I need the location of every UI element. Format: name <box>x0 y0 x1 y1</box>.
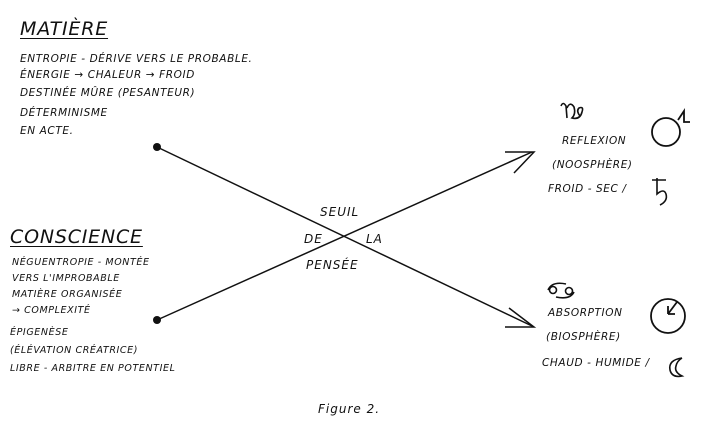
matiere-line-5: en acte. <box>20 125 74 137</box>
conscience-line-3: matière organisée <box>12 289 123 300</box>
matiere-title: Matière <box>20 18 109 40</box>
matiere-line-2: Énergie → chaleur → froid <box>20 69 195 81</box>
conscience-title: Conscience <box>10 226 143 248</box>
line-conscience-to-reflexion <box>156 151 533 321</box>
absorption-label: Absorption <box>548 307 623 319</box>
conscience-line-1: Néguentropie - montée <box>12 257 150 268</box>
conscience-line-6: (élévation créatrice) <box>10 345 139 356</box>
reflexion-sphere: (noosphère) <box>552 159 633 171</box>
reflexion-label: Reflexion <box>562 135 627 147</box>
dot-conscience <box>153 316 161 324</box>
conscience-line-4: → complexité <box>12 305 91 316</box>
reflexion-quality: Froid - sec / <box>548 183 627 195</box>
center-label-de: De <box>304 232 323 246</box>
capricorn-icon <box>560 102 584 120</box>
dot-matiere <box>153 143 161 151</box>
conscience-line-2: vers l'improbable <box>12 273 120 284</box>
moon-icon <box>668 357 685 378</box>
matiere-line-3: Destinée mûre (pesanteur) <box>20 87 196 99</box>
absorption-sphere: (biosphère) <box>546 331 621 343</box>
arrowhead-absorption <box>505 307 537 328</box>
matiere-line-4: Déterminisme <box>20 107 108 119</box>
conscience-line-5: Épigenèse <box>10 327 69 338</box>
center-label-la: La <box>366 232 383 246</box>
conscience-line-7: libre - arbitre en potentiel <box>10 363 176 374</box>
center-label-pensee: Pensée <box>306 258 359 272</box>
center-label-seuil: Seuil <box>320 205 360 219</box>
absorption-quality: chaud - humide / <box>542 357 650 369</box>
saturn-icon <box>652 178 668 206</box>
cancer-icon <box>547 282 575 299</box>
arrowhead-reflexion <box>505 151 536 174</box>
mars-icon <box>651 108 690 147</box>
figure-caption: Figure 2. <box>318 402 381 416</box>
mars-icon <box>650 298 686 334</box>
matiere-line-1: Entropie - dérive vers le probable. <box>20 53 253 65</box>
